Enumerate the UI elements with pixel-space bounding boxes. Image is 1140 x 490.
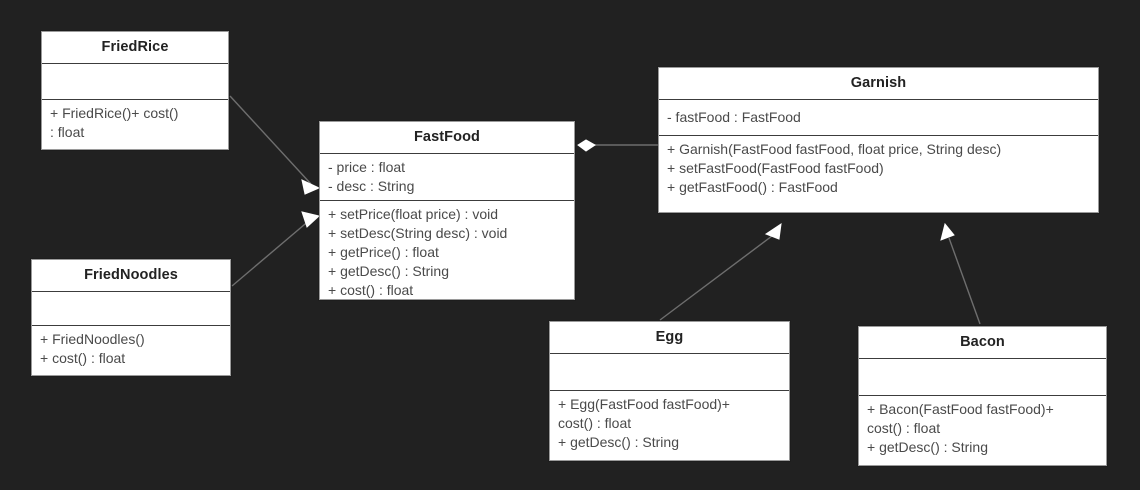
operation-row: + FriedNoodles(): [40, 331, 145, 347]
class-attributes-bacon: [859, 359, 1106, 396]
class-operations-friedrice: + FriedRice()+ cost() : float: [42, 100, 228, 147]
class-attributes-fastfood: - price : float - desc : String: [320, 154, 574, 201]
class-title-friednoodles: FriedNoodles: [32, 260, 230, 292]
edge-friedrice-fastfood[interactable]: [229, 95, 321, 195]
uml-class-fastfood[interactable]: FastFood - price : float - desc : String…: [319, 121, 575, 300]
class-operations-friednoodles: + FriedNoodles() + cost() : float: [32, 326, 230, 373]
edge-friednoodles-fastfood[interactable]: [231, 211, 321, 287]
class-title-garnish: Garnish: [659, 68, 1098, 100]
operation-row: + getDesc() : String: [558, 434, 679, 450]
operation-row: + Bacon(FastFood fastFood)+: [867, 401, 1054, 417]
class-title-bacon: Bacon: [859, 327, 1106, 359]
edge-bacon-garnish[interactable]: [940, 222, 981, 325]
class-attributes-garnish: - fastFood : FastFood: [659, 100, 1098, 136]
operation-row: + setFastFood(FastFood fastFood): [667, 160, 884, 176]
attribute-row: - price : float: [328, 159, 406, 175]
edge-garnish-fastfood[interactable]: [577, 139, 658, 152]
operation-row: cost() : float: [867, 420, 941, 436]
operation-row: + setPrice(float price) : void: [328, 206, 499, 222]
uml-class-friedrice[interactable]: FriedRice + FriedRice()+ cost() : float: [41, 31, 229, 150]
operation-row: cost() : float: [558, 415, 632, 431]
operation-row: + Egg(FastFood fastFood)+: [558, 396, 730, 412]
uml-class-bacon[interactable]: Bacon + Bacon(FastFood fastFood)+ cost()…: [858, 326, 1107, 466]
class-attributes-friednoodles: [32, 292, 230, 326]
hollow-triangle-marker: [764, 222, 782, 240]
operation-row: + FriedRice()+ cost(): [50, 105, 179, 121]
class-attributes-friedrice: [42, 64, 228, 100]
class-operations-bacon: + Bacon(FastFood fastFood)+ cost() : flo…: [859, 396, 1106, 462]
operation-row: + getDesc() : String: [328, 263, 449, 279]
operation-row: + getFastFood() : FastFood: [667, 179, 838, 195]
attribute-row: - desc : String: [328, 178, 415, 194]
class-title-friedrice: FriedRice: [42, 32, 228, 64]
hollow-triangle-marker: [940, 222, 955, 241]
uml-class-friednoodles[interactable]: FriedNoodles + FriedNoodles() + cost() :…: [31, 259, 231, 376]
class-operations-fastfood: + setPrice(float price) : void + setDesc…: [320, 201, 574, 305]
operation-row: + getPrice() : float: [328, 244, 439, 260]
hollow-triangle-marker: [301, 211, 321, 228]
operation-row: + getDesc() : String: [867, 439, 988, 455]
hollow-triangle-marker: [301, 179, 321, 195]
operation-row: : float: [50, 124, 85, 140]
class-operations-egg: + Egg(FastFood fastFood)+ cost() : float…: [550, 391, 789, 457]
attribute-row: - fastFood : FastFood: [667, 109, 801, 125]
operation-row: + setDesc(String desc) : void: [328, 225, 508, 241]
operation-row: + cost() : float: [328, 282, 414, 298]
operation-row: + cost() : float: [40, 350, 126, 366]
uml-class-egg[interactable]: Egg + Egg(FastFood fastFood)+ cost() : f…: [549, 321, 790, 461]
class-title-egg: Egg: [550, 322, 789, 354]
hollow-diamond-marker: [577, 139, 596, 152]
class-attributes-egg: [550, 354, 789, 391]
class-title-fastfood: FastFood: [320, 122, 574, 154]
uml-class-garnish[interactable]: Garnish - fastFood : FastFood + Garnish(…: [658, 67, 1099, 213]
operation-row: + Garnish(FastFood fastFood, float price…: [667, 141, 1002, 157]
edge-egg-garnish[interactable]: [659, 222, 782, 321]
class-operations-garnish: + Garnish(FastFood fastFood, float price…: [659, 136, 1098, 202]
